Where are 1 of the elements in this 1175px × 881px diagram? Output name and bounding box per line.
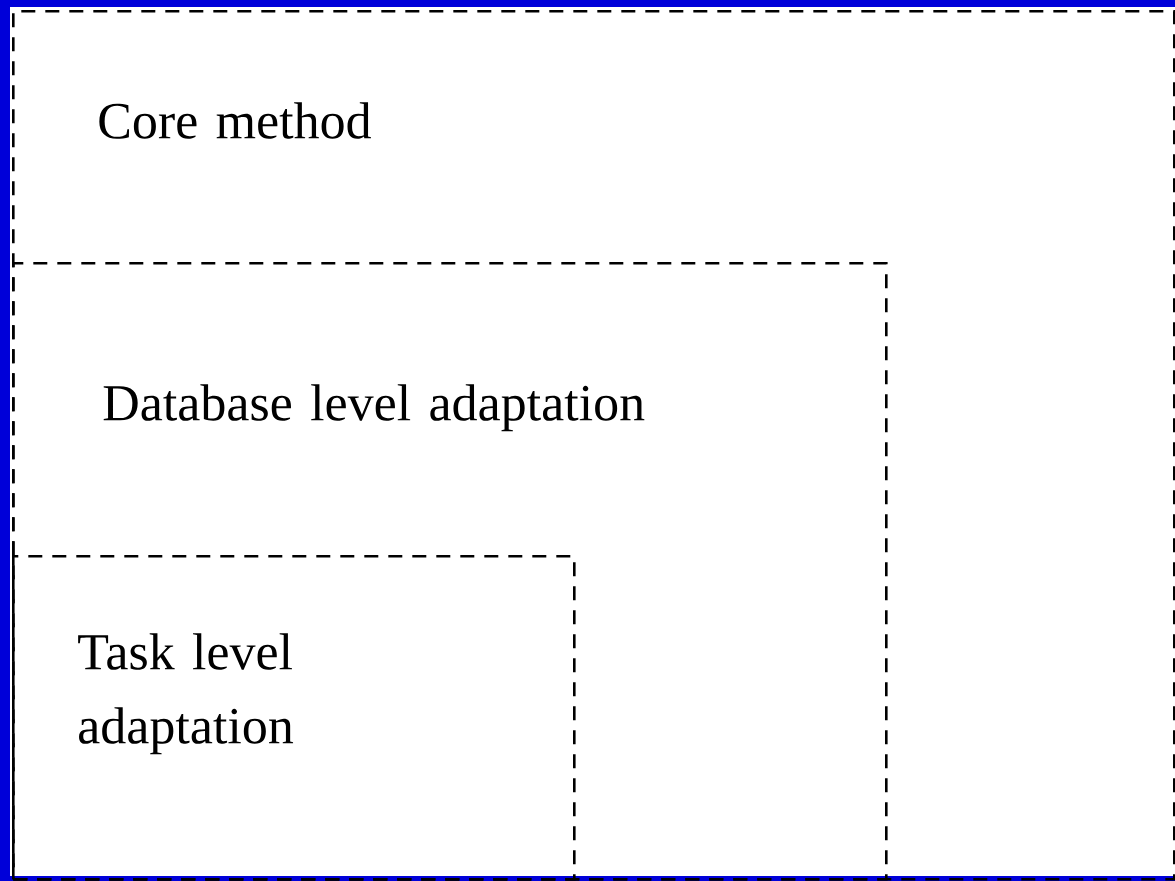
dashed-box: Task level adaptation	[12, 555, 576, 881]
